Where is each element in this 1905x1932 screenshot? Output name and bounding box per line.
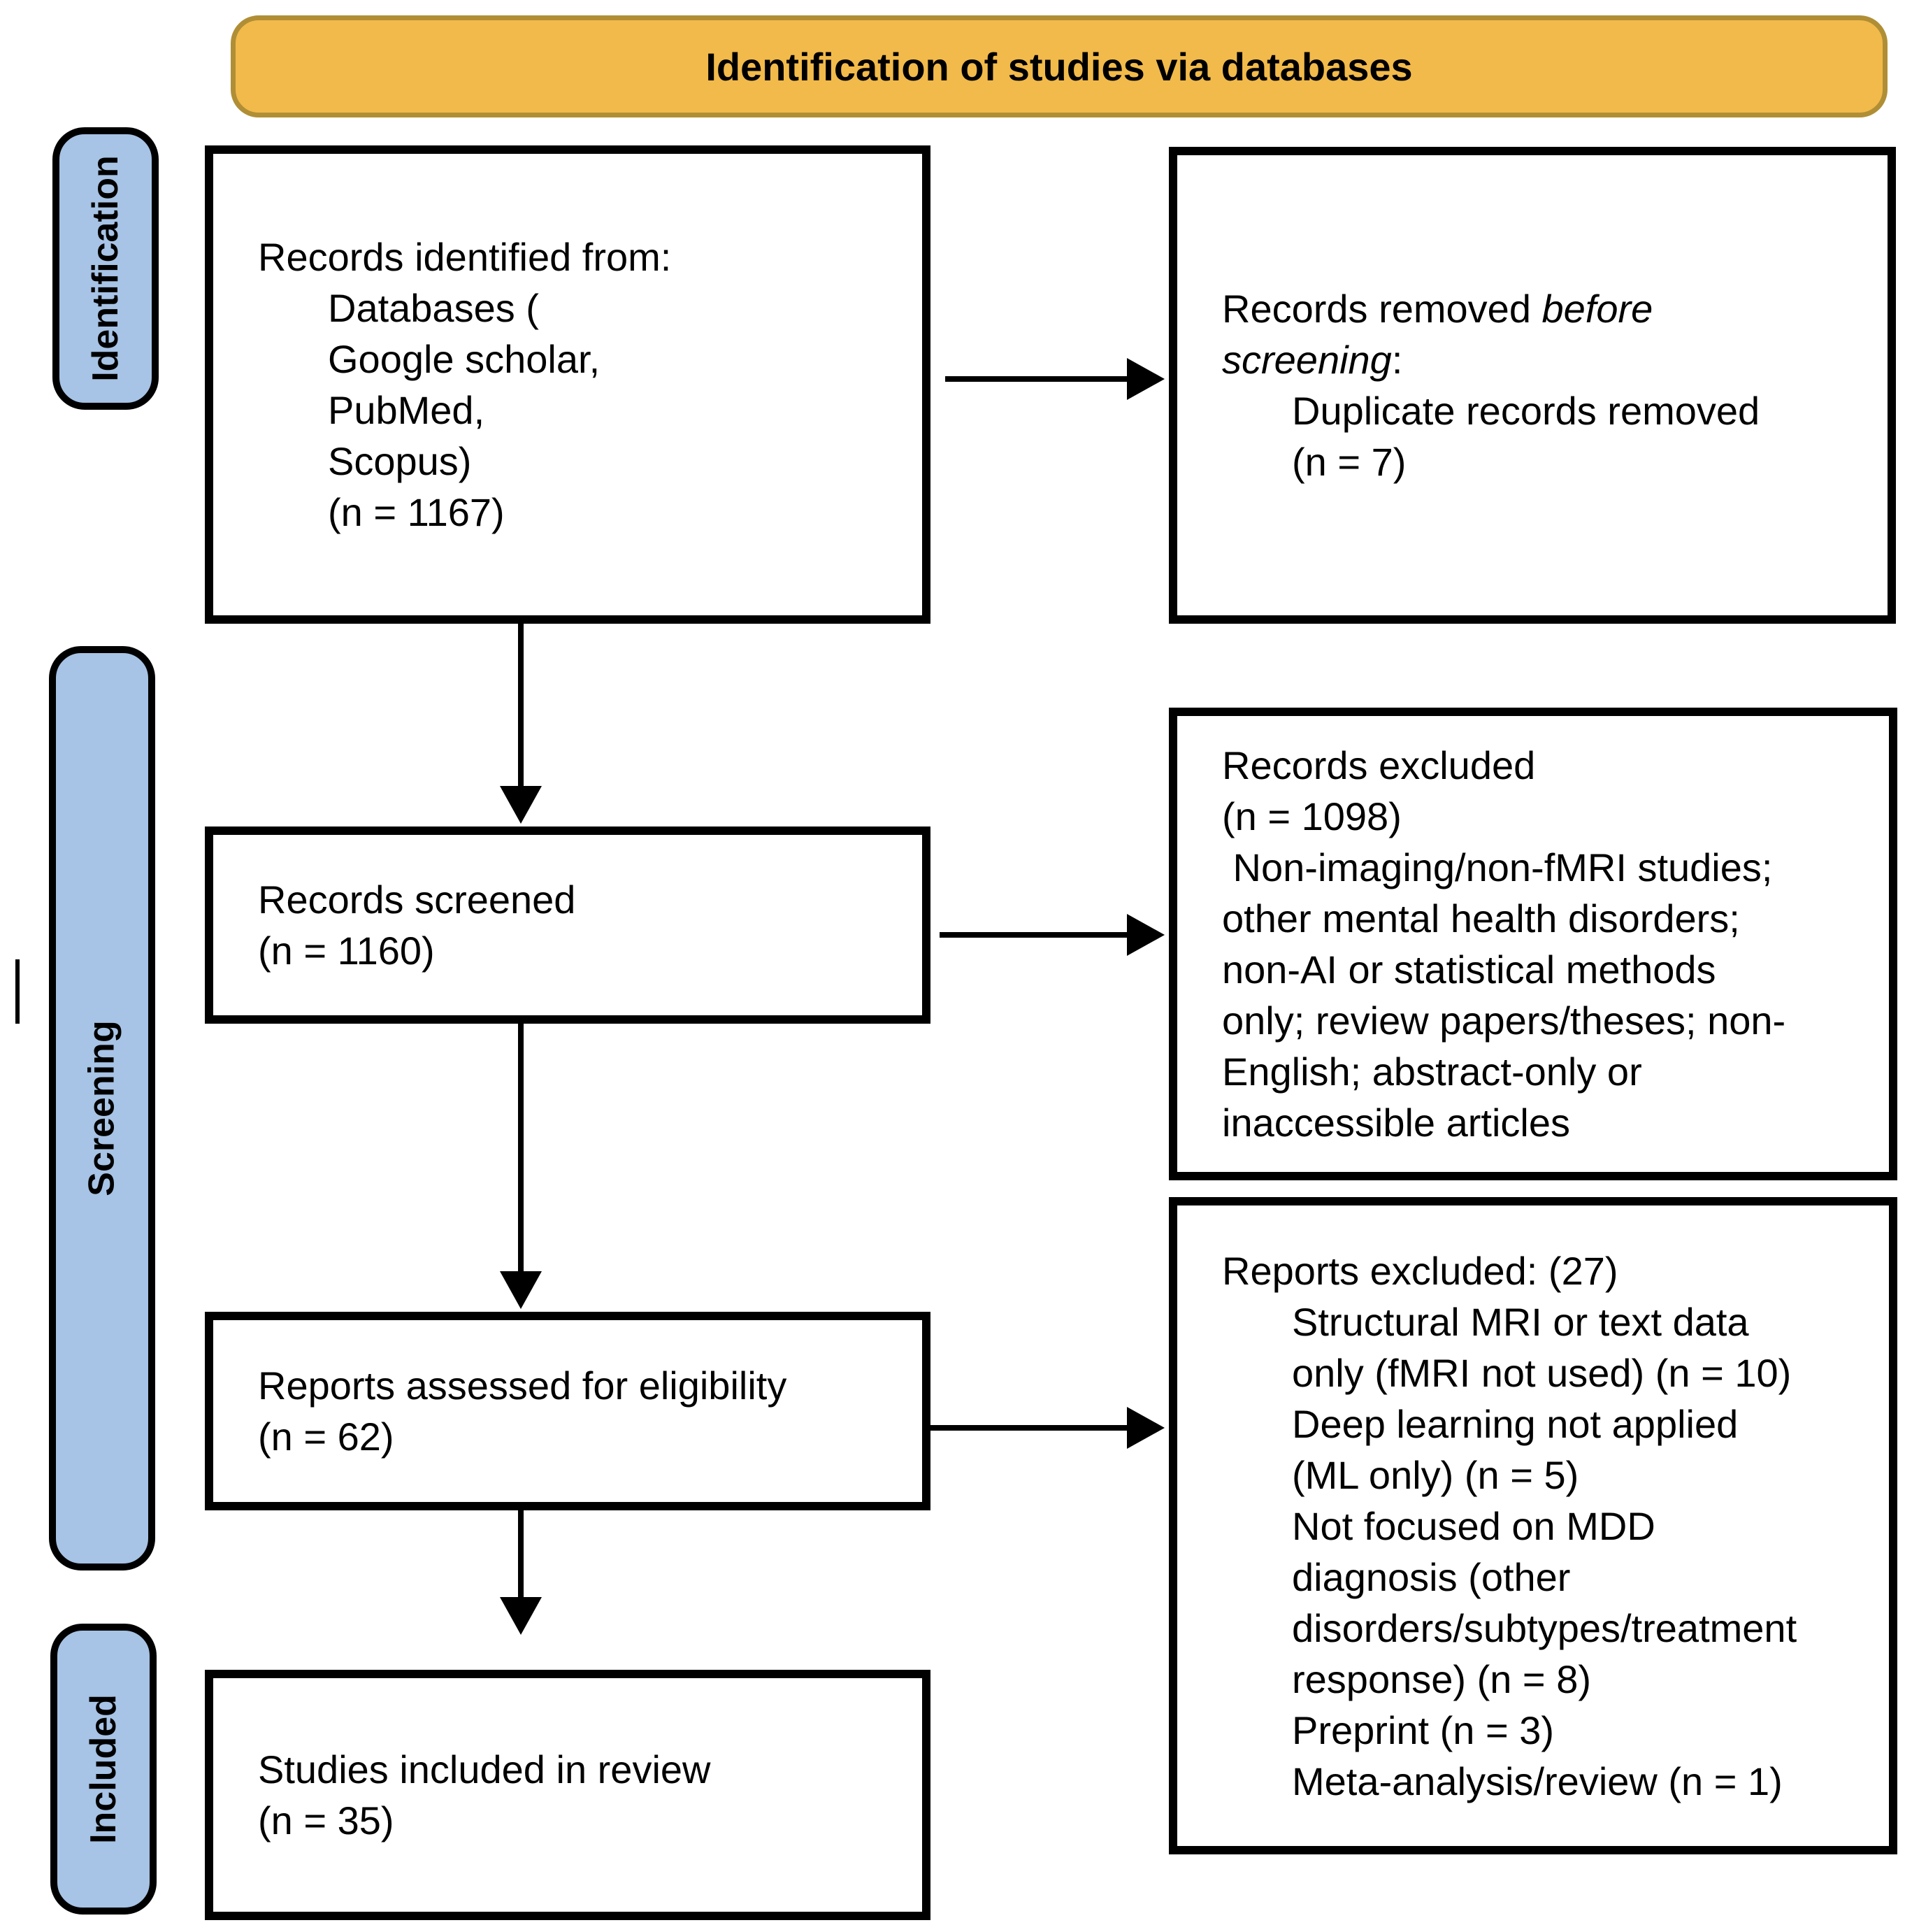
arrow-assessed-to-reports-excluded-head-icon	[1127, 1407, 1165, 1449]
box-records-identified: Records identified from: Databases ( Googl…	[205, 145, 930, 624]
text-line: only (fMRI not used) (n = 10)	[1292, 1350, 1792, 1395]
arrow-identified-to-screened-head-icon	[500, 786, 542, 824]
text-line: (n = 35)	[258, 1798, 394, 1842]
text-line: Deep learning not applied	[1292, 1401, 1739, 1446]
arrow-identified-to-removed-head-icon	[1127, 358, 1165, 400]
text-line: Duplicate records removed	[1292, 389, 1760, 433]
stage-label-included: Included	[50, 1624, 157, 1915]
text-line: Non-imaging/non-fMRI studies;	[1222, 845, 1773, 889]
text-line: only; review papers/theses; non-	[1222, 999, 1786, 1043]
text-line: (n = 7)	[1292, 440, 1407, 484]
arrow-identified-to-removed-line	[945, 376, 1130, 382]
text-line: (n = 1098)	[1222, 794, 1402, 838]
arrow-screened-to-assessed-head-icon	[500, 1271, 542, 1309]
box-reports-excluded: Reports excluded: (27) Structural MRI or …	[1169, 1197, 1897, 1854]
text-line: screening:	[1222, 334, 1874, 385]
text-segment: Records removed	[1222, 287, 1542, 331]
text-line: other mental health disorders;	[1222, 896, 1740, 940]
text-line: inaccessible articles	[1222, 1101, 1570, 1145]
arrow-assessed-to-included-line	[518, 1509, 524, 1598]
text-line: Databases (	[328, 286, 539, 330]
text-line: response) (n = 8)	[1292, 1656, 1591, 1701]
text-line: Records screened	[258, 878, 576, 922]
text-line: (ML only) (n = 5)	[1292, 1452, 1579, 1497]
text-line: Meta-analysis/review (n = 1)	[1292, 1759, 1783, 1803]
text-line: Google scholar,	[328, 337, 601, 381]
text-segment: screening	[1222, 338, 1392, 382]
text-line: Preprint (n = 3)	[1292, 1708, 1555, 1752]
stage-label-included-text: Included	[83, 1694, 124, 1844]
arrow-screened-to-excluded-head-icon	[1127, 914, 1165, 956]
text-line: Reports excluded: (27)	[1222, 1248, 1618, 1293]
text-line: (n = 62)	[258, 1415, 394, 1459]
stage-label-screening-text: Screening	[82, 1020, 123, 1196]
arrow-identified-to-screened-line	[518, 622, 524, 787]
text-line: Records excluded	[1222, 743, 1536, 787]
text-line: (n = 1160)	[258, 929, 435, 973]
text-line: Records identified from:	[258, 235, 672, 279]
text-segment: before	[1541, 287, 1653, 331]
text-line: PubMed,	[328, 388, 485, 432]
banner-title: Identification of studies via databases	[231, 15, 1888, 117]
text-line: disorders/subtypes/treatment	[1292, 1605, 1797, 1650]
text-line: (n = 1167)	[328, 490, 505, 534]
text-line: diagnosis (other	[1292, 1554, 1571, 1599]
text-line: Structural MRI or text data	[1292, 1299, 1749, 1344]
box-reports-assessed: Reports assessed for eligibility (n = 62)	[205, 1312, 930, 1510]
arrow-assessed-to-reports-excluded-line	[929, 1425, 1128, 1431]
text-line: Reports assessed for eligibility	[258, 1364, 787, 1408]
stray-tick-mark	[15, 959, 20, 1024]
box-records-screened: Records screened (n = 1160)	[205, 827, 930, 1024]
text-line: Scopus)	[328, 439, 472, 483]
stage-label-identification-text: Identification	[85, 155, 126, 382]
text-line: Records removed before	[1222, 283, 1874, 334]
text-line: non-AI or statistical methods	[1222, 947, 1716, 992]
arrow-screened-to-assessed-line	[518, 1022, 524, 1273]
arrow-assessed-to-included-head-icon	[500, 1597, 542, 1635]
arrow-screened-to-excluded-line	[940, 932, 1128, 938]
text-line: Studies included in review	[258, 1747, 711, 1791]
stage-label-screening: Screening	[49, 646, 155, 1570]
text-line: English; abstract-only or	[1222, 1050, 1642, 1094]
box-studies-included: Studies included in review (n = 35)	[205, 1670, 930, 1920]
text-segment: :	[1391, 338, 1403, 382]
box-records-excluded: Records excluded (n = 1098) Non-imaging/n…	[1169, 708, 1897, 1180]
stage-label-identification: Identification	[52, 127, 159, 410]
text-line: Not focused on MDD	[1292, 1503, 1655, 1548]
